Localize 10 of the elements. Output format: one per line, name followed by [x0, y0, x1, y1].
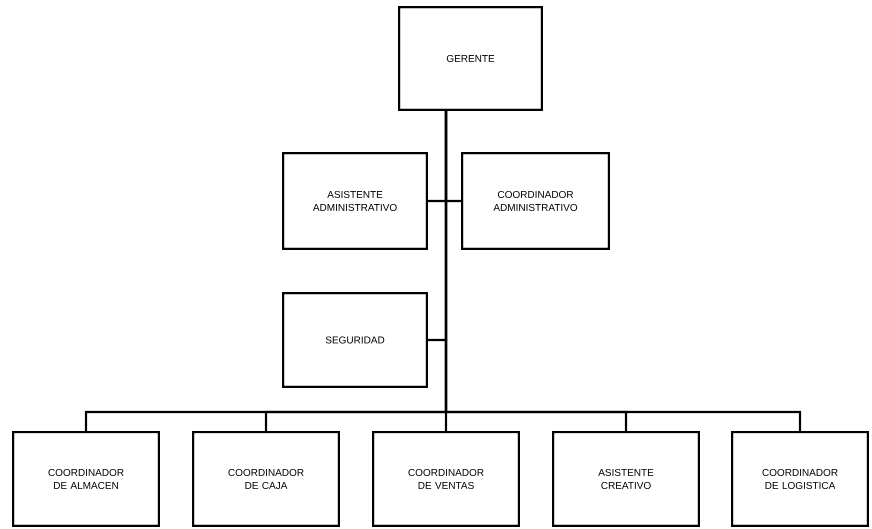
org-box: COORDINADOR DE VENTAS: [372, 430, 520, 527]
connector-line: [444, 111, 802, 431]
org-box: COORDINADOR ADMINISTRATIVO: [461, 152, 610, 250]
org-box: ASISTENTE ADMINISTRATIVO: [282, 152, 428, 250]
org-box: GERENTE: [398, 6, 543, 111]
org-box: COORDINADOR DE LOGISTICA: [731, 430, 869, 527]
org-box: COORDINADOR DE ALMACEN: [12, 430, 160, 527]
org-box: COORDINADOR DE CAJA: [192, 430, 340, 527]
org-box: ASISTENTE CREATIVO: [552, 430, 700, 527]
org-box: SEGURIDAD: [282, 292, 428, 388]
